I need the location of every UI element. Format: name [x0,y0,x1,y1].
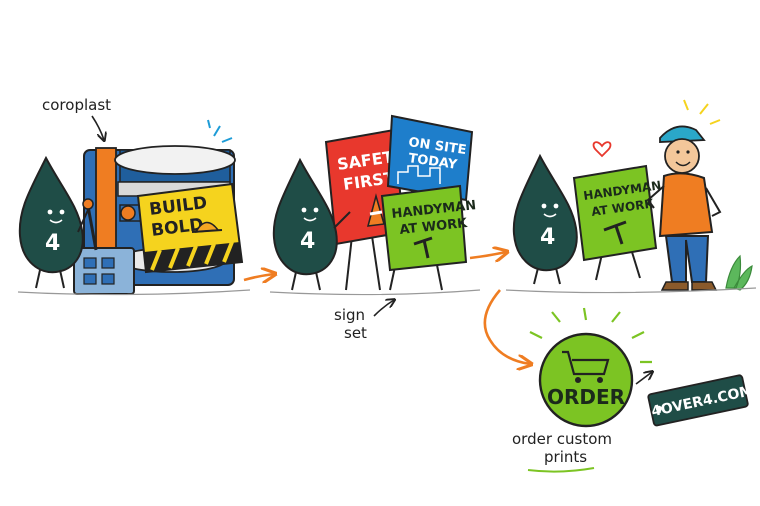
mascot-handoff: 4 [512,153,578,285]
sign-on-site-today: ON SITE TODAY [386,114,474,219]
traffic-cone-icon [366,193,385,227]
onsite-sign-line2: TODAY [407,151,458,173]
handyman-person [646,99,722,291]
coroplast-label: coroplast [42,96,111,114]
sign-set-scene: SAFETY FIRST ON SITE TODAY HANDYMAN AT W… [269,114,481,342]
ground-line-3 [505,287,757,294]
order-label-line1: order custom [512,430,612,448]
mascot-printer: 4 [18,155,89,289]
ground-line-2 [269,289,481,296]
order-rays [529,307,652,364]
mascot-printer-number: 4 [45,231,60,256]
order-label-line2: prints [544,448,587,466]
sign-set-label-line2: set [344,324,367,342]
flow-arrow-2 [469,252,506,258]
flow-arrow-3 [483,289,530,364]
sign-set-label-line1: sign [334,306,365,324]
website-tag[interactable]: 4OVER4.COM [647,373,756,427]
cap-icon [659,125,706,143]
printer-scene: coroplast BUILD [17,96,251,296]
website-arrow [635,372,652,385]
held-hammer-icon [603,220,627,245]
coroplast-arrow [91,115,104,140]
order-button[interactable]: ORDER [538,332,634,428]
sign-set-arrow [373,300,394,317]
held-sign-handyman: HANDYMAN AT WORK [572,164,662,281]
mascot-sign-set: 4 [272,157,351,291]
order-scene: ORDER 4OVER4.COM order custom prints [512,307,756,473]
plant-icon [725,254,753,291]
handyman-sign-line2: AT WORK [399,216,469,238]
order-button-label: ORDER [547,385,625,409]
flow-arrow-1 [243,274,274,280]
hammer-icon [413,236,433,259]
control-box [73,247,135,295]
order-underline [527,467,595,473]
heart-icon [592,141,612,158]
city-skyline-icon [397,165,441,184]
cart-icon [562,350,610,376]
sign-handyman-at-work: HANDYMAN AT WORK [380,184,477,291]
spark-icon [207,119,233,143]
ground-line-1 [17,289,251,296]
mascot-handoff-number: 4 [540,225,555,250]
printed-sign-build-bold: BUILD BOLD [136,182,244,274]
handoff-scene: 4 HANDYMAN AT WORK [505,99,757,294]
mascot-sign-set-number: 4 [300,229,315,254]
sparkle-icon [683,99,721,125]
